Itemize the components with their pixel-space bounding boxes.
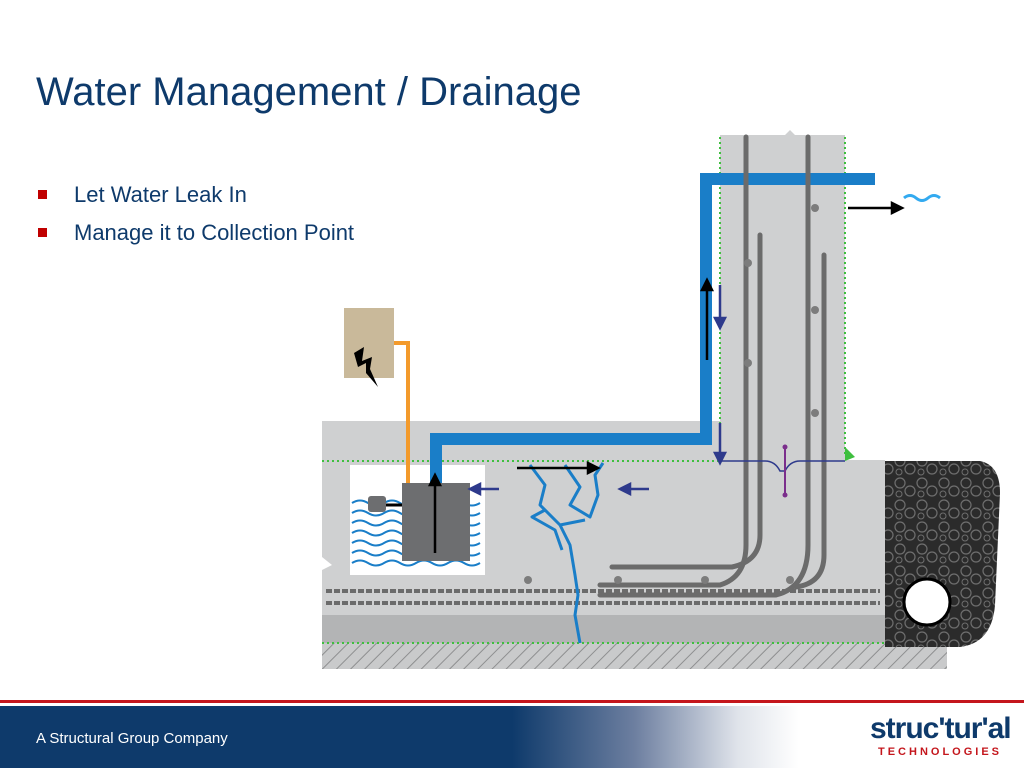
drainage-diagram	[322, 130, 1000, 669]
logo-subtitle: TECHNOLOGIES	[878, 746, 1003, 758]
slab-rebar	[326, 589, 880, 605]
bullet-list: Let Water Leak In Manage it to Collectio…	[36, 182, 354, 258]
drainage-channel	[430, 173, 875, 483]
water-wave-icon	[903, 194, 941, 202]
bullet-item: Manage it to Collection Point	[36, 220, 354, 258]
footer-divider	[0, 700, 1024, 703]
float-switch	[368, 496, 386, 512]
crack-water	[528, 462, 605, 644]
bullet-marker-icon	[38, 228, 47, 237]
concrete-wall	[720, 130, 845, 460]
water-stop	[720, 460, 845, 472]
drain-pipe-icon	[902, 577, 952, 627]
bullet-text: Manage it to Collection Point	[74, 220, 355, 245]
bullet-item: Let Water Leak In	[36, 182, 354, 220]
rebar-dots	[524, 204, 819, 584]
company-logo: struc'tur'al TECHNOLOGIES	[870, 712, 1012, 764]
bullet-marker-icon	[38, 190, 47, 199]
lightning-bolt-icon	[354, 347, 378, 387]
wall-rebar	[597, 134, 827, 598]
logo-wordmark: struc'tur'al	[870, 712, 1012, 745]
flow-arrows-black	[427, 200, 905, 553]
slab-base	[322, 615, 885, 643]
flow-arrows-blue	[467, 285, 728, 497]
membrane-corner	[845, 447, 855, 461]
foundation-hatch	[322, 643, 947, 669]
footer-band	[0, 706, 1024, 768]
power-wire	[392, 341, 410, 483]
footer-company: A Structural Group Company	[36, 730, 228, 747]
slide-title: Water Management / Drainage	[36, 70, 582, 114]
bullet-text: Let Water Leak In	[74, 182, 247, 207]
